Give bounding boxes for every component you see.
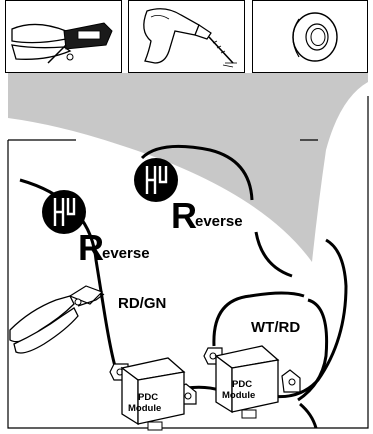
tape-roll-icon [292, 12, 338, 62]
wire-label-wtrd: WT/RD [251, 319, 300, 336]
tool-panel-stripper [5, 0, 122, 73]
wire-label-rdgn: RD/GN [118, 295, 166, 312]
module-line1: PDC [232, 379, 252, 390]
zoom-funnel [8, 73, 368, 262]
main-frame [7, 96, 369, 429]
wire-mid [254, 231, 293, 278]
reverse-badge-1: R everse [42, 190, 150, 268]
wire-far-right [297, 298, 329, 402]
pliers-icon [9, 285, 105, 354]
tool-panel-drill [128, 0, 245, 73]
module-line1: PDC [138, 392, 158, 403]
reverse-word: everse [102, 245, 150, 262]
pdc-module-1: PDC Module [109, 357, 197, 431]
wire-far-right-2 [269, 238, 348, 399]
reverse-word: everse [195, 213, 243, 230]
module-line2: Module [128, 403, 161, 414]
wire-top [140, 144, 254, 201]
reverse-initial: R [171, 195, 197, 236]
reverse-badge-2: R everse [134, 158, 243, 236]
wire-stripper-icon [11, 22, 113, 64]
module-line2: Module [222, 390, 255, 401]
pdc-module-2: PDC Module [203, 345, 301, 419]
drill-icon [143, 8, 237, 68]
wire-right [212, 291, 305, 347]
tool-panel-tape [252, 0, 368, 73]
reverse-initial: R [78, 227, 104, 268]
